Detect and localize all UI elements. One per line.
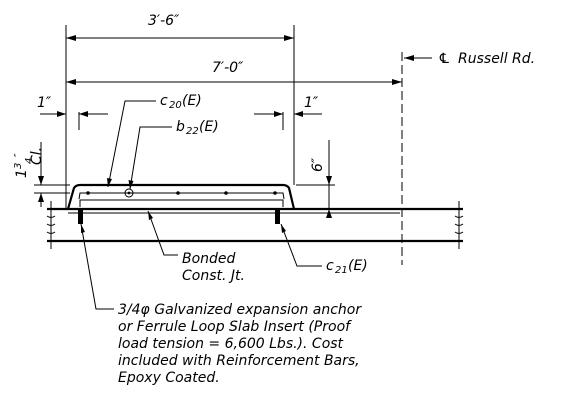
- rebar-dot: [176, 191, 180, 195]
- note-line: load tension = 6,600 Lbs.). Cost: [118, 336, 344, 352]
- svg-text:20: 20: [169, 100, 182, 111]
- dim-left-offset: 1″: [37, 95, 52, 111]
- rebar-dot: [273, 191, 277, 195]
- rebar-dot: [224, 191, 228, 195]
- anchor-left: [78, 209, 83, 224]
- svg-text:3: 3: [13, 163, 24, 169]
- anchor-right: [275, 209, 280, 224]
- svg-text:b: b: [176, 119, 185, 135]
- dim-top-width: 3′-6″: [148, 13, 180, 29]
- dimension-lines: [38, 35, 402, 218]
- dim-clearance: 1 3 4 ″: [13, 153, 35, 178]
- curb-block: [66, 183, 296, 224]
- slab: [46, 201, 464, 249]
- label-b22: b 22 (E): [176, 119, 219, 137]
- svg-text:″: ″: [13, 153, 24, 157]
- svg-text:c: c: [160, 93, 168, 109]
- svg-text:(E): (E): [348, 258, 368, 274]
- svg-text:c: c: [326, 258, 334, 274]
- dim-overall-width: 7′-0″: [212, 60, 244, 76]
- label-bonded: Bonded: [182, 251, 236, 267]
- svg-text:1: 1: [14, 169, 30, 178]
- rebar-b22-circle: [124, 188, 134, 198]
- dim-height: 6″: [310, 157, 326, 172]
- svg-text:4: 4: [24, 158, 35, 164]
- note-line: 3/4φ Galvanized expansion anchor: [118, 302, 362, 318]
- label-c20: c 20 (E): [160, 93, 202, 111]
- anchor-note: 3/4φ Galvanized expansion anchor or Ferr…: [118, 302, 362, 386]
- svg-text:21: 21: [335, 265, 348, 276]
- label-c21: c 21 (E): [326, 258, 368, 276]
- svg-text:22: 22: [186, 126, 199, 137]
- extension-lines: [34, 25, 403, 265]
- svg-text:(E): (E): [199, 119, 219, 135]
- dim-right-offset: 1″: [304, 95, 319, 111]
- dim-clearance-label: Cl.: [29, 147, 45, 165]
- rebar-dot: [86, 191, 90, 195]
- label-const-jt: Const. Jt.: [182, 268, 245, 284]
- centerline-road: Russell Rd.: [458, 51, 535, 67]
- svg-text:(E): (E): [182, 93, 202, 109]
- centerline-symbol: ℄: [438, 51, 451, 67]
- note-line: included with Reinforcement Bars,: [118, 353, 360, 369]
- note-line: or Ferrule Loop Slab Insert (Proof: [118, 319, 352, 335]
- leaders: [80, 55, 432, 310]
- note-line: Epoxy Coated.: [118, 370, 220, 386]
